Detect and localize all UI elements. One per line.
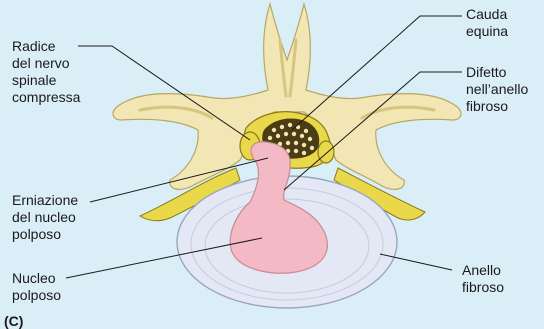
label-cauda-equina: Cauda equina bbox=[466, 6, 508, 40]
label-anello-fibroso: Anello fibroso bbox=[462, 262, 504, 296]
right-nerve-root-sheath bbox=[318, 141, 334, 163]
label-erniazione-nucleo: Erniazione del nucleo polposo bbox=[12, 192, 78, 243]
label-difetto-anello: Difetto nell’anello fibroso bbox=[466, 64, 528, 115]
panel-letter: (C) bbox=[4, 313, 23, 329]
label-radice-nervo: Radice del nervo spinale compressa bbox=[12, 38, 80, 106]
label-nucleo-polposo: Nucleo polposo bbox=[12, 270, 61, 304]
